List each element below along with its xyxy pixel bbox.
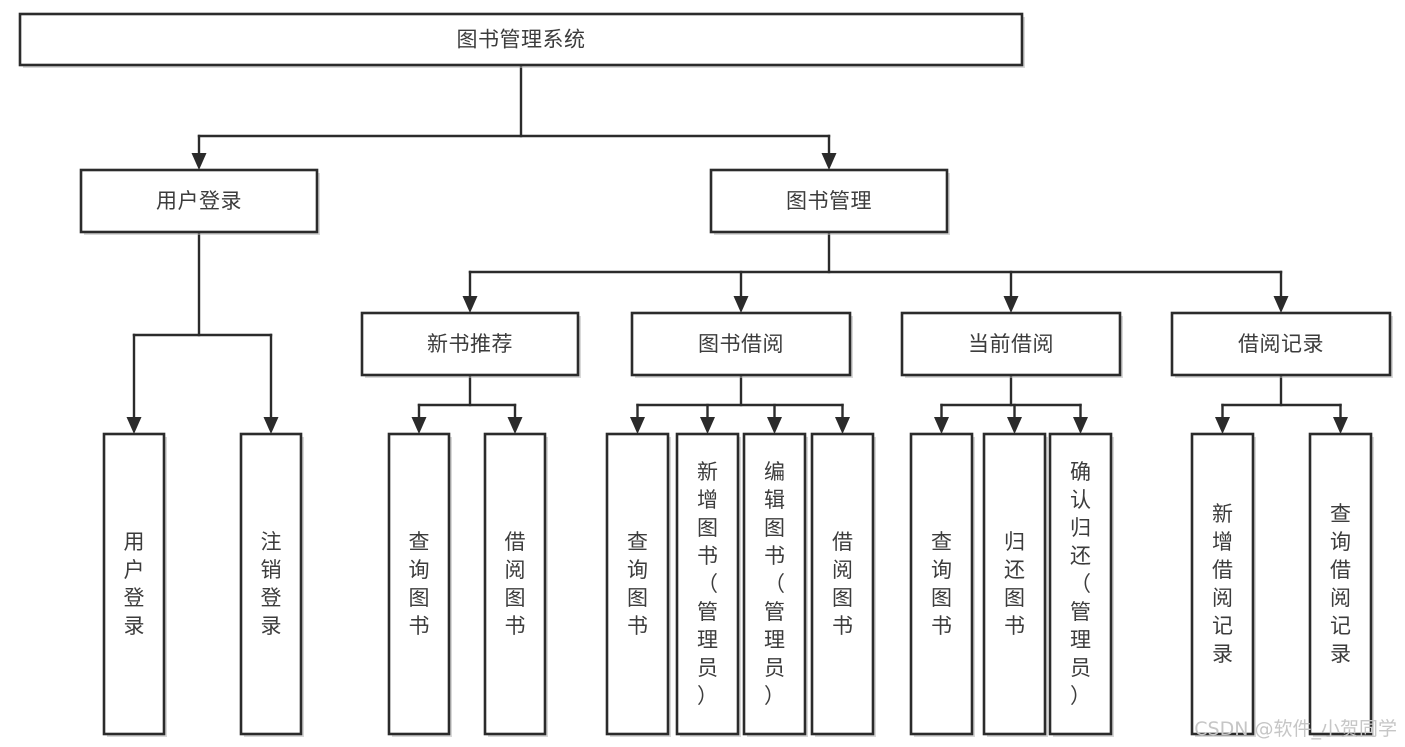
node-book-management[interactable]: 图书管理 <box>709 168 950 235</box>
node-label: 查询借阅记录 <box>1330 502 1351 666</box>
node-leaf-edit-book-admin[interactable]: 编辑图书（管理员） <box>742 432 808 737</box>
connector-group <box>126 230 279 434</box>
watermark: CSDN @软件_小贺同学 <box>1194 718 1397 740</box>
node-box[interactable] <box>742 432 807 736</box>
node-book-borrow[interactable]: 图书借阅 <box>630 311 853 378</box>
node-leaf-user-login[interactable]: 用户登录 <box>102 432 167 737</box>
connector-group <box>191 63 837 170</box>
connector-group <box>462 230 1289 313</box>
node-new-book-recommend[interactable]: 新书推荐 <box>360 311 581 378</box>
node-layer: 图书管理系统用户登录图书管理新书推荐图书借阅当前借阅借阅记录用户登录注销登录查询… <box>18 12 1393 737</box>
node-label: 借阅图书 <box>832 530 853 638</box>
node-current-borrow[interactable]: 当前借阅 <box>900 311 1123 378</box>
node-box[interactable] <box>79 168 319 234</box>
node-label: 用户登录 <box>156 189 242 213</box>
node-box[interactable] <box>1170 311 1392 377</box>
node-leaf-confirm-return-admin[interactable]: 确认归还（管理员） <box>1048 432 1114 737</box>
node-box[interactable] <box>1190 432 1255 736</box>
node-leaf-query-book-2[interactable]: 查询图书 <box>605 432 671 737</box>
node-box[interactable] <box>810 432 875 736</box>
node-leaf-borrow-book-1[interactable]: 借阅图书 <box>483 432 548 737</box>
node-label: 查询图书 <box>931 530 952 638</box>
node-box[interactable] <box>102 432 166 736</box>
node-leaf-add-borrow-record[interactable]: 新增借阅记录 <box>1190 432 1256 737</box>
node-box[interactable] <box>909 432 974 736</box>
node-label: 新增借阅记录 <box>1212 502 1233 666</box>
node-box[interactable] <box>605 432 670 736</box>
connector-layer <box>126 63 1348 434</box>
connector-group <box>934 373 1088 434</box>
node-label: 查询图书 <box>627 530 648 638</box>
node-label: 图书管理 <box>786 189 872 213</box>
node-label: 归还图书 <box>1004 530 1025 638</box>
connector-group <box>630 373 850 434</box>
node-box[interactable] <box>18 12 1024 67</box>
node-box[interactable] <box>982 432 1047 736</box>
node-box[interactable] <box>1048 432 1113 736</box>
node-label: 确认归还（管理员） <box>1070 460 1091 708</box>
node-leaf-query-book-3[interactable]: 查询图书 <box>909 432 975 737</box>
connector-group <box>411 373 523 434</box>
node-label: 借阅图书 <box>505 530 526 638</box>
node-borrow-record[interactable]: 借阅记录 <box>1170 311 1393 378</box>
node-label: 图书管理系统 <box>457 28 586 52</box>
node-box[interactable] <box>483 432 547 736</box>
node-user-login[interactable]: 用户登录 <box>79 168 320 235</box>
node-box[interactable] <box>1308 432 1373 736</box>
node-leaf-add-book-admin[interactable]: 新增图书（管理员） <box>675 432 741 737</box>
node-box[interactable] <box>360 311 580 377</box>
node-label: 用户登录 <box>124 530 145 638</box>
node-label: 借阅记录 <box>1238 332 1324 356</box>
node-box[interactable] <box>709 168 949 234</box>
node-label: 新增图书（管理员） <box>697 460 718 708</box>
node-leaf-borrow-book-2[interactable]: 借阅图书 <box>810 432 876 737</box>
node-box[interactable] <box>900 311 1122 377</box>
node-leaf-return-book[interactable]: 归还图书 <box>982 432 1048 737</box>
connector-group <box>1215 373 1348 434</box>
node-root[interactable]: 图书管理系统 <box>18 12 1025 68</box>
node-box[interactable] <box>387 432 451 736</box>
node-leaf-query-book-1[interactable]: 查询图书 <box>387 432 452 737</box>
node-box[interactable] <box>630 311 852 377</box>
node-box[interactable] <box>675 432 740 736</box>
node-leaf-logout[interactable]: 注销登录 <box>239 432 304 737</box>
node-label: 注销登录 <box>261 530 282 638</box>
node-label: 查询图书 <box>409 530 430 638</box>
node-leaf-query-borrow-record[interactable]: 查询借阅记录 <box>1308 432 1374 737</box>
node-box[interactable] <box>239 432 303 736</box>
node-label: 当前借阅 <box>968 332 1054 356</box>
node-label: 新书推荐 <box>427 332 513 356</box>
node-label: 编辑图书（管理员） <box>764 460 785 708</box>
node-label: 图书借阅 <box>698 332 784 356</box>
